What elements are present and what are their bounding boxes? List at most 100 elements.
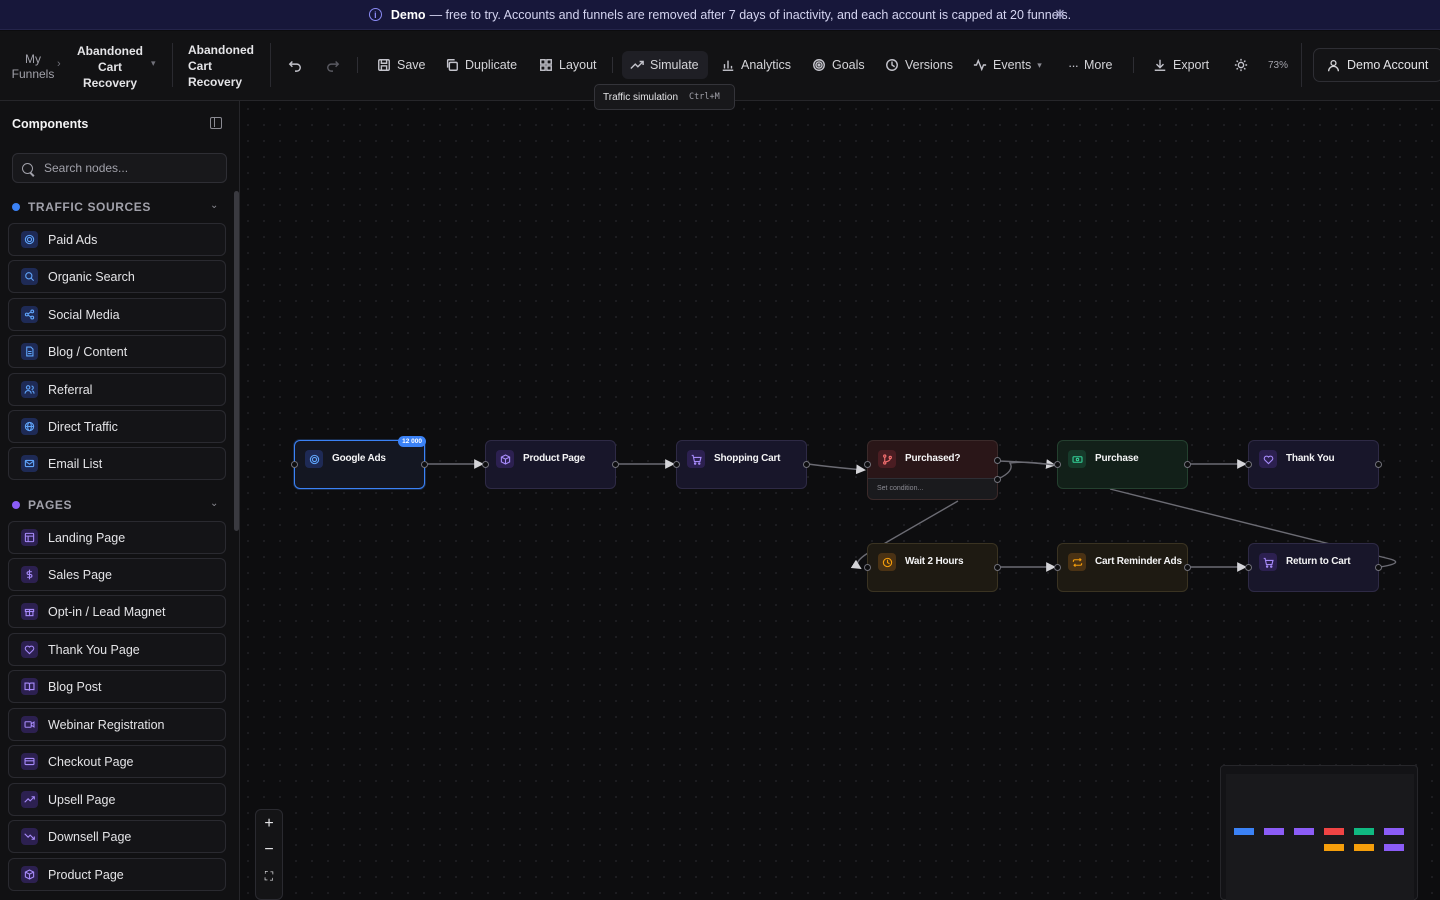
fit-view-button[interactable]: ⛶ — [256, 863, 282, 889]
sidebar-item-label: Email List — [48, 456, 103, 471]
goals-button[interactable]: Goals — [804, 51, 873, 79]
undo-button[interactable] — [280, 51, 310, 79]
sidebar-item-opt-in[interactable]: Opt-in / Lead Magnet — [8, 595, 226, 628]
breadcrumb-current[interactable]: Abandoned Cart Recovery — [77, 44, 143, 90]
save-button[interactable]: Save — [369, 51, 434, 79]
output-handle[interactable] — [612, 461, 619, 468]
output-handle-yes[interactable] — [994, 457, 1001, 464]
sidebar-item-paid-ads[interactable]: Paid Ads — [8, 223, 226, 256]
simulate-button[interactable]: Simulate — [622, 51, 708, 79]
node-purchased-decision[interactable]: Purchased? Set condition... — [864, 440, 1001, 500]
sidebar-item-blog-post[interactable]: Blog Post — [8, 670, 226, 703]
output-handle[interactable] — [1184, 461, 1191, 468]
sidebar-item-checkout-page[interactable]: Checkout Page — [8, 745, 226, 778]
sidebar-item-landing-page[interactable]: Landing Page — [8, 521, 226, 554]
output-handle[interactable] — [1184, 564, 1191, 571]
breadcrumb-root[interactable]: My Funnels — [11, 52, 55, 81]
maximize-icon: ⛶ — [264, 868, 274, 883]
sidebar-item-label: Upsell Page — [48, 792, 116, 807]
node-google-ads[interactable]: Google Ads 12 000 — [291, 436, 428, 489]
versions-button[interactable]: Versions — [877, 51, 961, 79]
node-purchase[interactable]: Purchase — [1054, 440, 1191, 489]
layout-button[interactable]: Layout — [531, 51, 605, 79]
node-wait-2-hours[interactable]: Wait 2 Hours — [864, 543, 1001, 592]
sidebar-item-email-list[interactable]: Email List — [8, 447, 226, 480]
output-handle[interactable] — [803, 461, 810, 468]
input-handle[interactable] — [1054, 564, 1061, 571]
output-handle[interactable] — [1375, 564, 1382, 571]
output-handle-no[interactable] — [994, 476, 1001, 483]
copy-icon — [446, 59, 458, 71]
output-handle[interactable] — [994, 564, 1001, 571]
sidebar-item-webinar-registration[interactable]: Webinar Registration — [8, 708, 226, 741]
sidebar-item-downsell-page[interactable]: Downsell Page — [8, 820, 226, 853]
input-handle[interactable] — [1245, 564, 1252, 571]
edge-return-to-purchase[interactable] — [1109, 488, 1397, 568]
dollar-icon — [21, 566, 38, 583]
chevron-down-icon[interactable]: ⌄ — [210, 200, 219, 211]
node-cart-reminder-ads[interactable]: Cart Reminder Ads — [1054, 543, 1191, 592]
input-handle[interactable] — [291, 461, 298, 468]
input-handle[interactable] — [673, 461, 680, 468]
gift-icon — [21, 603, 38, 620]
input-handle[interactable] — [1054, 461, 1061, 468]
minimap[interactable] — [1220, 765, 1418, 900]
input-handle[interactable] — [864, 461, 871, 468]
export-button[interactable]: Export — [1145, 51, 1217, 79]
input-handle[interactable] — [482, 461, 489, 468]
input-handle[interactable] — [864, 564, 871, 571]
node-label: Purchase — [1095, 453, 1139, 464]
sidebar-item-blog-content[interactable]: Blog / Content — [8, 335, 226, 368]
duplicate-button[interactable]: Duplicate — [437, 51, 525, 79]
sidebar-item-label: Webinar Registration — [48, 717, 165, 732]
banner-message: — free to try. Accounts and funnels are … — [429, 7, 1072, 22]
sidebar-item-organic-search[interactable]: Organic Search — [8, 260, 226, 293]
funnel-canvas[interactable]: Google Ads 12 000 Product Page Shopping … — [240, 101, 1440, 900]
zoom-out-button[interactable]: − — [256, 837, 282, 863]
sidebar-item-upsell-page[interactable]: Upsell Page — [8, 783, 226, 816]
redo-button[interactable] — [318, 51, 348, 79]
share-icon — [21, 306, 38, 323]
panel-collapse-icon[interactable] — [210, 117, 222, 129]
analytics-button[interactable]: Analytics — [713, 51, 799, 79]
events-button[interactable]: Events ▾ — [965, 51, 1050, 79]
package-icon — [21, 866, 38, 883]
search-input[interactable] — [44, 154, 224, 182]
sidebar-item-referral[interactable]: Referral — [8, 373, 226, 406]
chevron-down-icon[interactable]: ⌄ — [210, 498, 219, 509]
trending-down-icon — [21, 828, 38, 845]
account-button[interactable]: Demo Account — [1313, 48, 1440, 82]
edge-cart-to-purchased[interactable] — [807, 463, 866, 475]
close-icon[interactable]: ✕ — [1054, 6, 1066, 22]
redo-icon — [327, 61, 340, 72]
chevron-down-icon[interactable]: ▾ — [151, 58, 156, 68]
node-shopping-cart[interactable]: Shopping Cart — [673, 440, 810, 489]
funnel-title[interactable]: Abandoned Cart Recovery — [188, 43, 254, 89]
node-product-page[interactable]: Product Page — [482, 440, 619, 489]
more-label: More — [1084, 58, 1113, 72]
sidebar-item-product-page[interactable]: Product Page — [8, 858, 226, 891]
node-label: Google Ads — [332, 453, 386, 464]
input-handle[interactable] — [1245, 461, 1252, 468]
sidebar-item-direct-traffic[interactable]: Direct Traffic — [8, 410, 226, 443]
edge-purchased-yes-loop[interactable] — [997, 461, 1055, 480]
book-open-icon — [21, 678, 38, 695]
sidebar-item-social-media[interactable]: Social Media — [8, 298, 226, 331]
node-thank-you[interactable]: Thank You — [1245, 440, 1382, 489]
theme-toggle-button[interactable] — [1226, 51, 1256, 79]
node-return-to-cart[interactable]: Return to Cart — [1245, 543, 1382, 592]
zoom-in-button[interactable]: + — [256, 811, 282, 837]
target-icon — [21, 231, 38, 248]
sidebar-item-thank-you-page[interactable]: Thank You Page — [8, 633, 226, 666]
minimap-node — [1324, 844, 1344, 851]
more-button[interactable]: ··· More — [1060, 51, 1120, 79]
output-handle[interactable] — [421, 461, 428, 468]
section-traffic-sources[interactable]: TRAFFIC SOURCES — [12, 200, 151, 214]
section-pages[interactable]: PAGES — [12, 498, 72, 512]
sidebar-scrollbar[interactable] — [234, 191, 239, 531]
sidebar-item-sales-page[interactable]: Sales Page — [8, 558, 226, 591]
condition-placeholder[interactable]: Set condition... — [877, 485, 924, 492]
output-handle[interactable] — [1375, 461, 1382, 468]
save-label: Save — [397, 58, 426, 72]
divider — [868, 478, 997, 479]
